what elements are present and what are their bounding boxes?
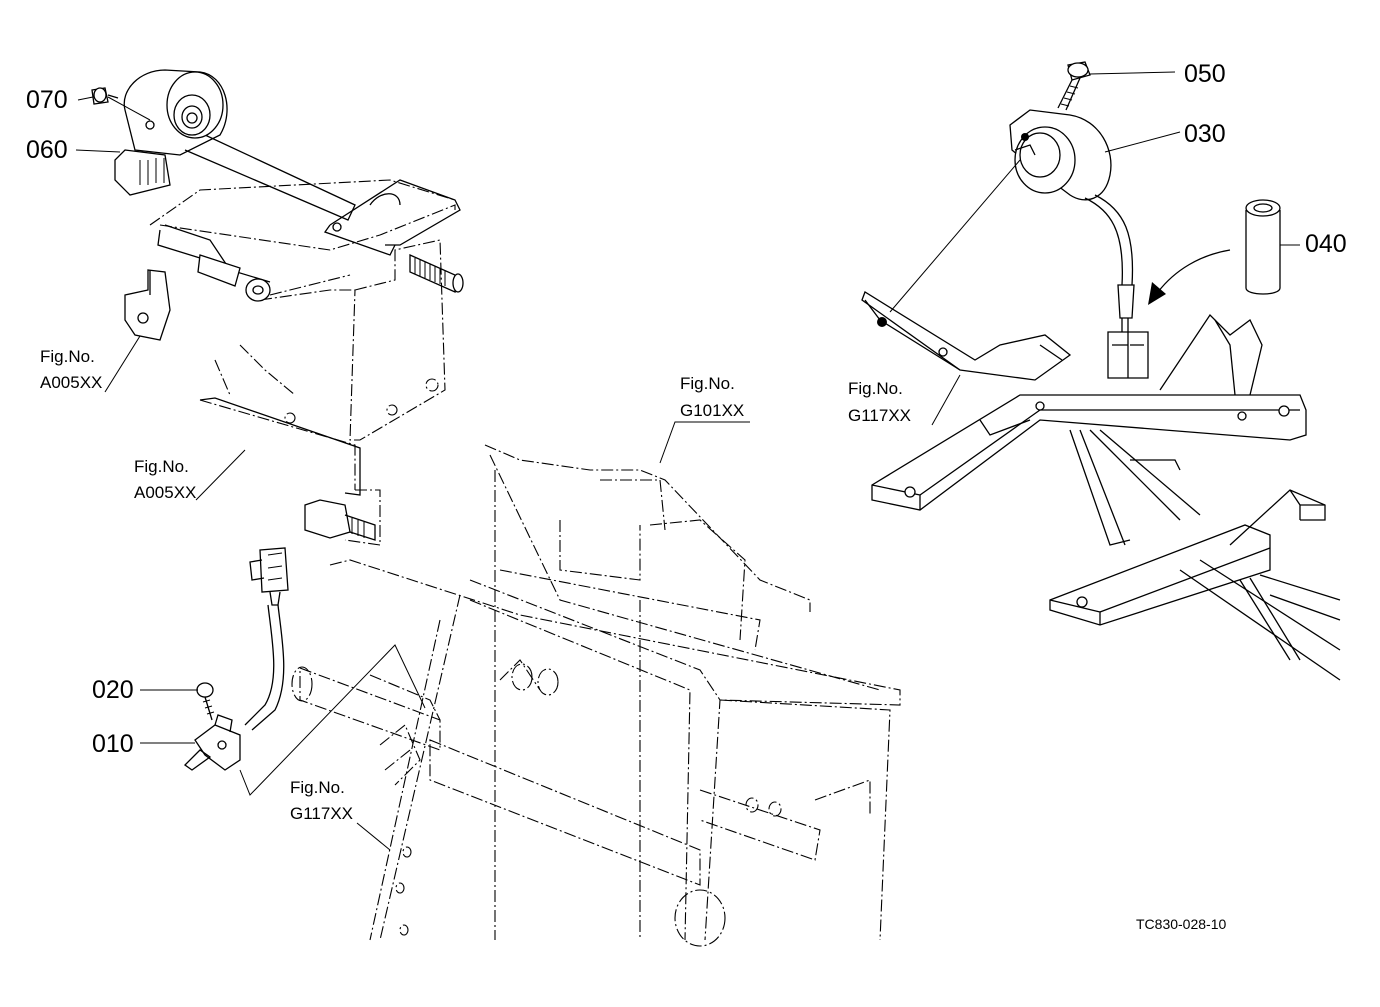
- screw-070: [91, 87, 119, 105]
- install-arrow: [1148, 249, 1231, 305]
- fig-ref-a005xx-lower-line2: A005XX: [134, 483, 196, 502]
- leader-lines: [75, 71, 1300, 851]
- drawing-code: TC830-028-10: [1136, 916, 1226, 932]
- fig-ref-a005xx-upper-line1: Fig.No.: [40, 347, 95, 366]
- part-label-020: 020: [92, 676, 134, 704]
- part-label-060: 060: [26, 136, 68, 164]
- sensor-bracket: [124, 269, 171, 341]
- shaft-060: [157, 127, 356, 302]
- part-number-labels: 070 060 050 030 040 020 010: [26, 60, 1347, 758]
- screw-020: [196, 682, 215, 721]
- right-frame: [861, 291, 1341, 681]
- fig-ref-g101xx-line1: Fig.No.: [680, 374, 735, 393]
- fig-ref-g117xx-right-line2: G117XX: [848, 406, 911, 425]
- part-label-070: 070: [26, 86, 68, 114]
- switch-010: [183, 547, 289, 771]
- main-frame-phantom: [291, 444, 901, 947]
- screw-050: [1057, 61, 1091, 111]
- sensor-030: [1009, 109, 1149, 379]
- fig-ref-g117xx-bottom-line2: G117XX: [290, 804, 353, 823]
- fig-ref-g101xx-line2: G101XX: [680, 401, 744, 420]
- spring-assembly: [304, 253, 464, 541]
- part-label-040: 040: [1305, 230, 1347, 258]
- upper-bracket-solid: [199, 179, 461, 496]
- part-label-050: 050: [1184, 60, 1226, 88]
- figure-reference-labels: Fig.No. A005XX Fig.No. A005XX Fig.No. G1…: [40, 347, 911, 823]
- part-label-030: 030: [1184, 120, 1226, 148]
- fig-ref-a005xx-lower-line1: Fig.No.: [134, 457, 189, 476]
- fig-ref-a005xx-upper-line2: A005XX: [40, 373, 102, 392]
- tube-040: [1245, 199, 1281, 295]
- upper-bracket-phantom: [149, 179, 456, 546]
- fig-ref-g117xx-right-line1: Fig.No.: [848, 379, 903, 398]
- fig-ref-g117xx-bottom-line1: Fig.No.: [290, 778, 345, 797]
- part-label-010: 010: [92, 730, 134, 758]
- sensor-060: [114, 69, 228, 196]
